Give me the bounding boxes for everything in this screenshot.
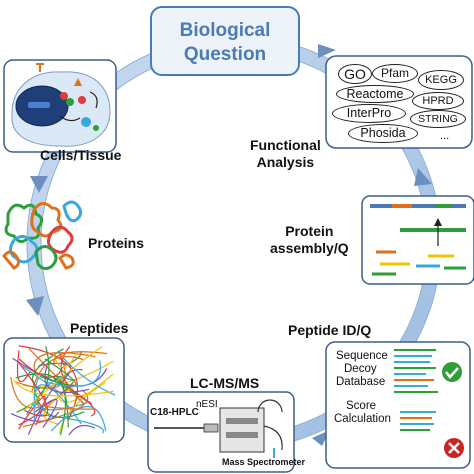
peptide-strand xyxy=(68,424,96,436)
peptide-strand xyxy=(36,397,96,410)
arrow-proteins-icon xyxy=(26,296,44,316)
step-label-cells-tissue: Cells/Tissue xyxy=(40,147,122,163)
arrow-cells-icon xyxy=(30,176,48,193)
step-label-proteins: Proteins xyxy=(88,235,145,251)
pid-database: Database xyxy=(336,376,386,388)
peptide-strand xyxy=(10,411,60,422)
db-hprd: HPRD xyxy=(412,92,464,110)
protein-assembly-illustration xyxy=(361,195,474,285)
lcms-instrument-label: Mass Spectrometer xyxy=(222,457,306,467)
step-label-lcms: LC-MS/MS xyxy=(190,375,260,391)
peptide-id-illustration xyxy=(325,341,471,469)
arrow-assembly-icon xyxy=(414,168,432,186)
db-string: STRING xyxy=(410,110,466,128)
step-label-peptides: Peptides xyxy=(70,320,129,336)
peptide-strand xyxy=(53,375,93,405)
protein-assembly-line-2: assembly/Q xyxy=(270,240,349,256)
peptide-strand xyxy=(47,360,102,387)
peptide-strand xyxy=(50,405,107,432)
peptide-strand xyxy=(18,363,49,417)
peptide-strand xyxy=(53,351,108,365)
peptide-strand xyxy=(63,384,96,417)
peptide-strand xyxy=(13,379,114,397)
biological-question-line-1: Biological xyxy=(179,20,271,41)
lcms-column-label: C18-HPLC xyxy=(150,407,199,418)
lcms-illustration xyxy=(147,391,295,473)
pid-calculation: Calculation xyxy=(334,413,391,425)
functional-analysis-line-1: Functional xyxy=(250,137,321,153)
step-label-protein-assembly: Protein assembly/Q xyxy=(270,223,349,257)
pid-score: Score xyxy=(346,400,377,412)
biological-question-line-2: Question xyxy=(183,44,267,65)
proteins-illustration xyxy=(2,200,83,271)
peptide-strand xyxy=(44,365,90,394)
db-go: GO xyxy=(338,64,372,84)
peptide-strand xyxy=(22,389,89,428)
check-icon xyxy=(442,362,462,382)
functional-analysis-line-2: Analysis xyxy=(256,154,315,170)
db-more: ... xyxy=(440,130,450,142)
peptide-strand xyxy=(23,346,103,412)
peptide-strand xyxy=(33,352,96,372)
peptides-illustration xyxy=(3,337,125,443)
pid-decoy: Decoy xyxy=(344,363,377,375)
db-kegg: KEGG xyxy=(418,70,464,90)
biological-question-box: Biological Question xyxy=(150,6,300,76)
peptide-strand xyxy=(18,358,63,378)
peptide-strand xyxy=(39,358,77,387)
peptide-strand xyxy=(16,350,31,383)
lcms-source-label: nESI xyxy=(196,399,218,410)
peptide-strand xyxy=(34,398,58,428)
peptide-strand xyxy=(16,346,50,413)
db-reactome: Reactome xyxy=(336,85,414,103)
db-interpro: InterPro xyxy=(332,104,406,123)
step-label-functional-analysis: Functional Analysis xyxy=(250,137,321,171)
db-pfam: Pfam xyxy=(372,64,418,83)
step-label-peptide-id: Peptide ID/Q xyxy=(288,322,372,338)
cell-illustration xyxy=(3,59,117,153)
arrow-functional-icon xyxy=(318,44,336,58)
pid-sequence: Sequence xyxy=(336,350,388,362)
db-phosida: Phosida xyxy=(348,124,418,143)
protein-assembly-line-1: Protein xyxy=(285,223,334,239)
